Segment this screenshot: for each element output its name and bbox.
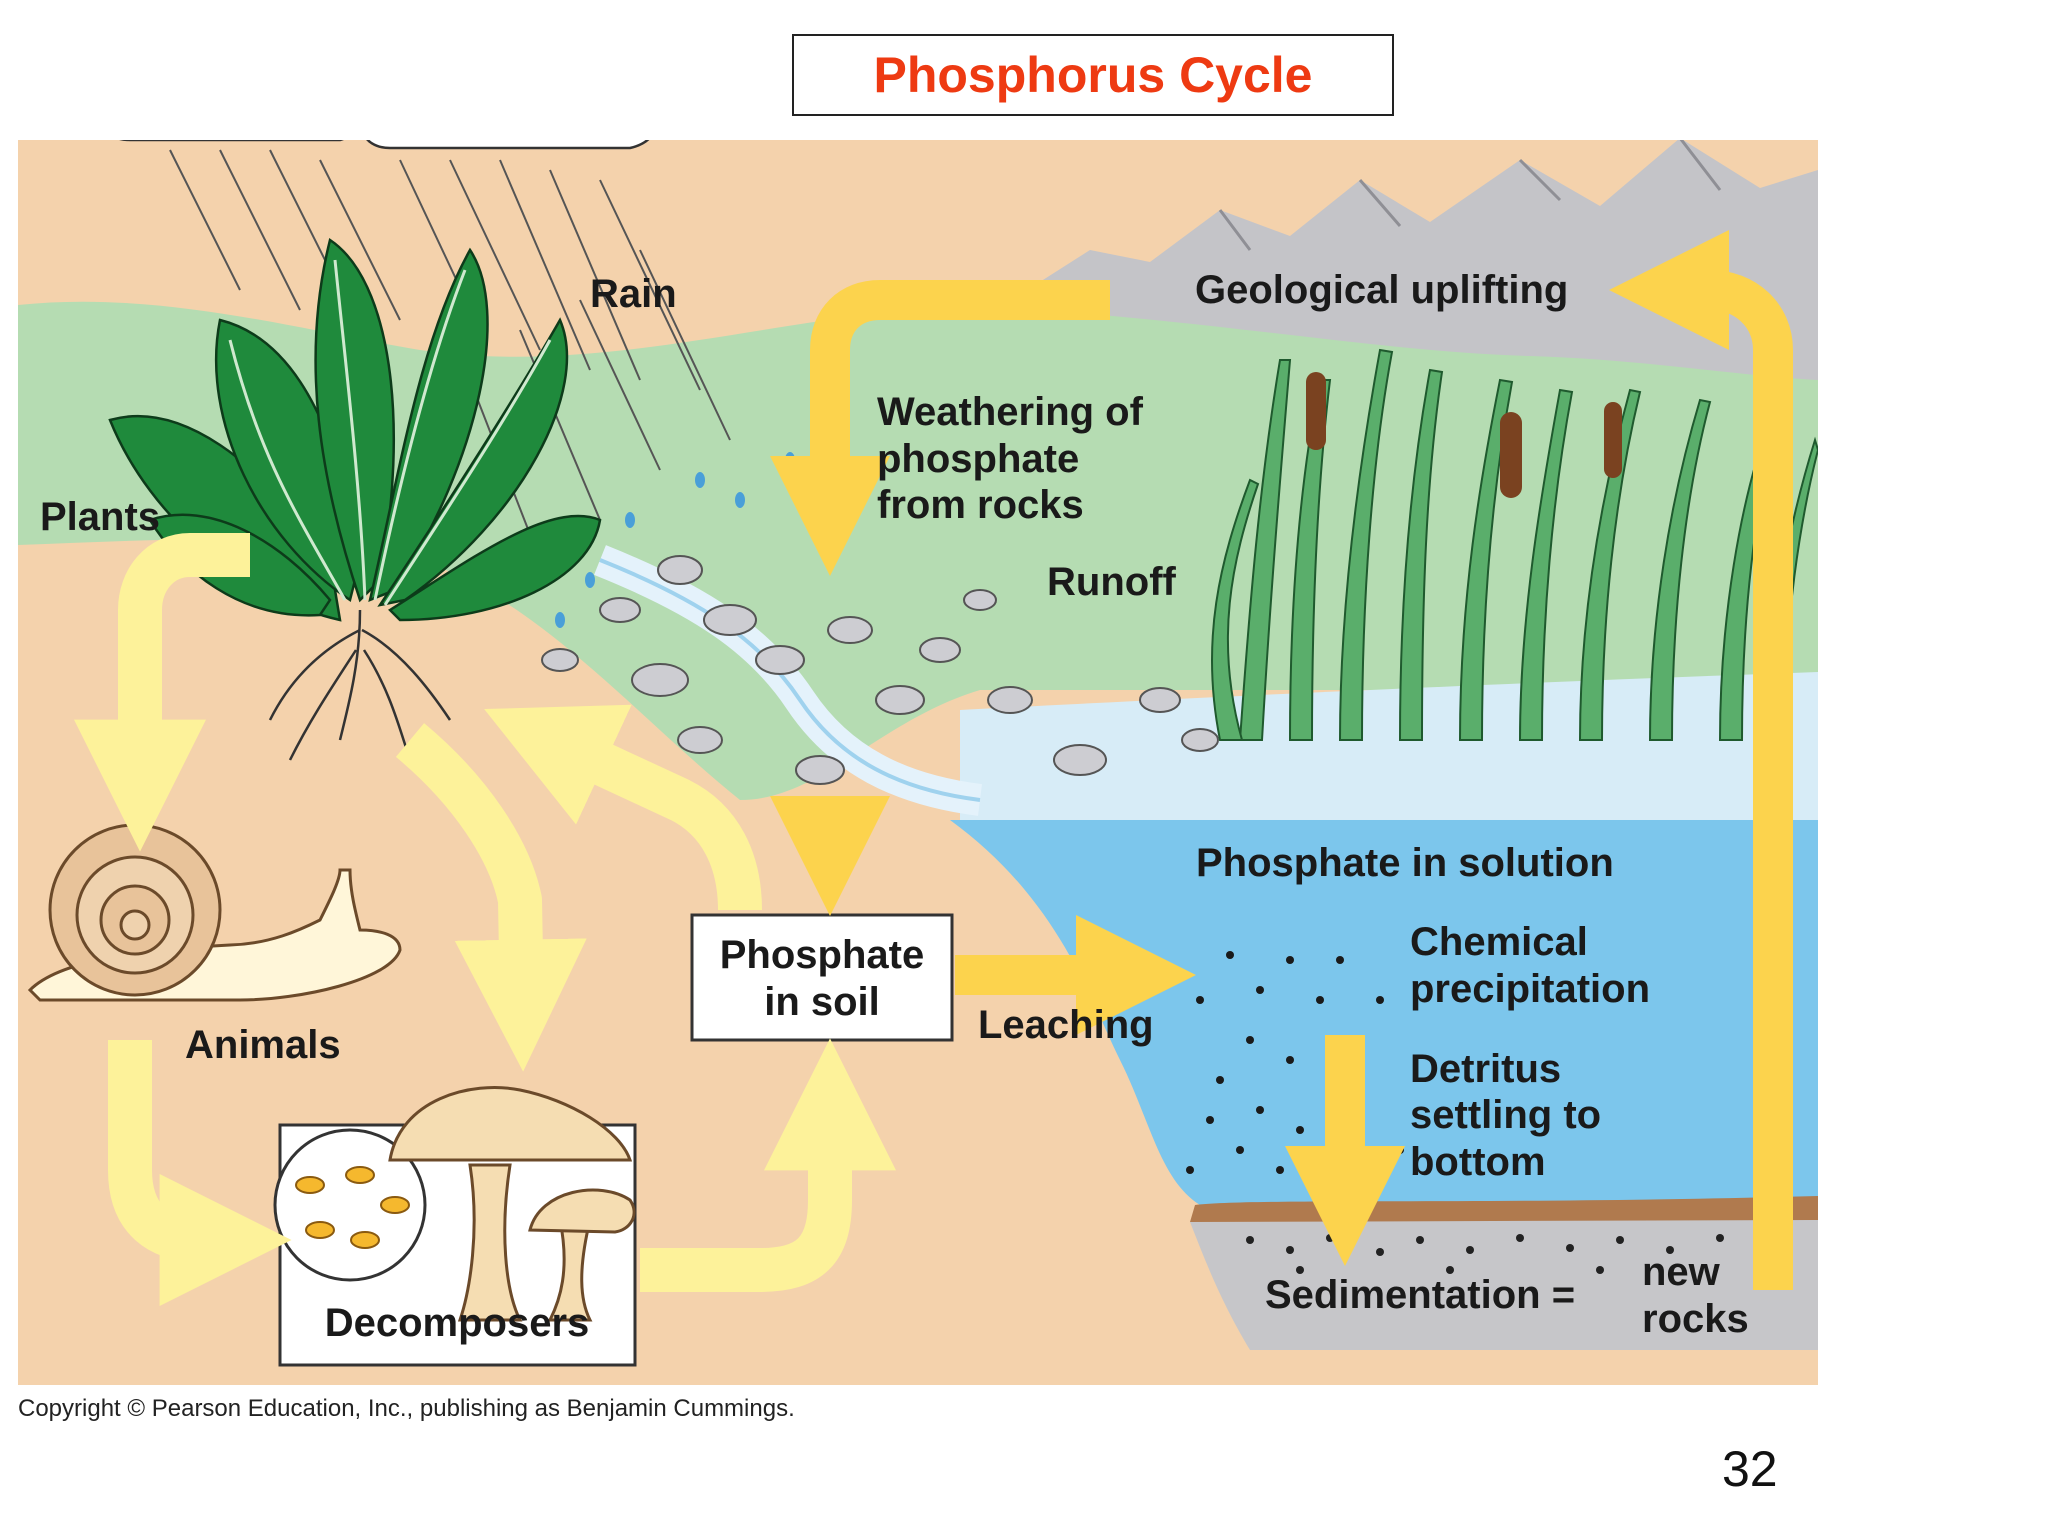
label-animals: Animals [185, 1023, 341, 1067]
label-new-rocks-line1: new [1642, 1250, 1721, 1294]
arrow-uplifting [1609, 230, 1793, 1290]
plant-roots [268, 609, 452, 761]
arrow-decomposers-to-soil [640, 1038, 896, 1292]
pale-cycle-arrows [74, 533, 896, 1306]
label-detritus-line2: settling to [1410, 1093, 1601, 1137]
diagram-title: Phosphorus Cycle [873, 47, 1313, 103]
label-new-rocks-line2: rocks [1642, 1297, 1749, 1341]
arrow-weathering [770, 280, 1110, 576]
arrow-soil-to-plants [484, 704, 762, 911]
label-phosphate-in-soil-line1: Phosphate [720, 933, 924, 977]
arrow-plants-to-decomposers [395, 723, 587, 1072]
plant-veins [228, 259, 552, 606]
cattails [1306, 372, 1622, 498]
gold-cycle-arrows [770, 230, 1793, 1290]
label-detritus-line3: bottom [1410, 1140, 1546, 1184]
label-decomposers: Decomposers [325, 1301, 590, 1345]
arrow-plants-to-animals [74, 533, 250, 852]
label-leaching: Leaching [978, 1003, 1154, 1047]
label-sedimentation: Sedimentation = [1265, 1273, 1575, 1317]
decomposers-box [273, 1086, 637, 1367]
rocks [541, 555, 1219, 785]
label-weathering-line3: from rocks [877, 483, 1084, 527]
label-chemical-precipitation-line2: precipitation [1410, 967, 1650, 1011]
label-runoff: Runoff [1047, 560, 1177, 604]
mountain-ridges [1218, 140, 1722, 251]
shallow-water [960, 672, 1818, 825]
label-phosphate-in-solution: Phosphate in solution [1196, 841, 1614, 885]
title-box: Phosphorus Cycle [792, 34, 1394, 116]
label-plants: Plants [40, 495, 160, 539]
copyright-notice: Copyright © Pearson Education, Inc., pub… [18, 1395, 795, 1422]
label-weathering-line2: phosphate [877, 437, 1079, 481]
arrow-animals-to-decomposers [108, 1040, 292, 1306]
clouds [119, 140, 650, 150]
label-detritus-line1: Detritus [1410, 1047, 1561, 1091]
label-rain: Rain [590, 272, 677, 316]
label-weathering-line1: Weathering of [877, 390, 1144, 434]
page-number: 32 [1722, 1441, 1778, 1497]
label-geological-uplifting: Geological uplifting [1195, 268, 1568, 312]
label-chemical-precipitation-line1: Chemical [1410, 920, 1588, 964]
label-phosphate-in-soil-line2: in soil [764, 980, 880, 1024]
rain-streaks [169, 149, 731, 561]
